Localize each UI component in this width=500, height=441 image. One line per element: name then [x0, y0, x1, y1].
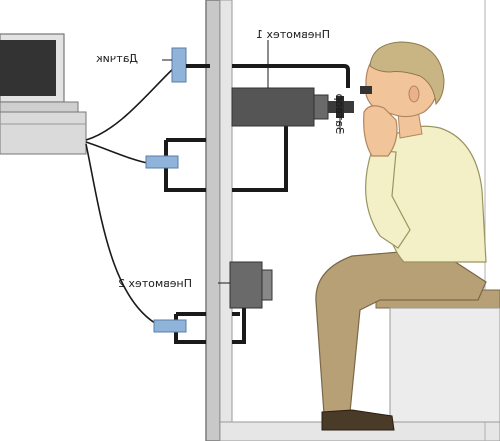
- shutter: [336, 96, 344, 134]
- pneumotach-2-body: [229, 261, 263, 309]
- trousers: [315, 251, 487, 415]
- nose-clip: [360, 86, 372, 94]
- sensor-3-block: [153, 319, 187, 333]
- bench-base: [389, 307, 500, 423]
- mid-tube-loop-right: [232, 126, 288, 192]
- sensor-1-block: [171, 47, 187, 83]
- person: [315, 41, 487, 431]
- bench: [375, 289, 500, 423]
- computer: [0, 33, 87, 155]
- sensor-2-block: [145, 155, 179, 169]
- keyboard: [0, 101, 79, 113]
- hair: [369, 41, 445, 106]
- pneumotach-2: [218, 261, 273, 309]
- sensor-1: [162, 47, 210, 83]
- cable-to-sensor-1: [85, 65, 177, 141]
- hands: [363, 105, 398, 157]
- shoe: [321, 409, 395, 431]
- pneumotach-1-label: Пневмотех 1: [256, 28, 330, 41]
- pneumotach-1: [231, 40, 354, 127]
- lower-tube-loop-right: [232, 308, 246, 344]
- shutter-block: [336, 96, 344, 118]
- chamber: [205, 0, 500, 441]
- pneumotach-2-label: Пневмотех 2: [118, 277, 192, 290]
- chamber-inner-wall: [219, 0, 233, 441]
- pneumotach-1-nozzle: [313, 94, 329, 120]
- desk: [0, 111, 87, 155]
- sensor-label: Датчик: [96, 52, 139, 65]
- pneumotach-2-side: [261, 269, 273, 301]
- upper-tube-loop: [232, 64, 350, 88]
- shutter-label: Затвор: [333, 93, 346, 134]
- pneumotach-1-tubing: [164, 64, 350, 192]
- pneumotach-1-body: [231, 87, 315, 127]
- cable-to-sensor-2: [85, 141, 153, 165]
- ear: [408, 85, 420, 103]
- cable-to-sensor-3: [85, 143, 161, 327]
- monitor-screen: [0, 40, 56, 96]
- shirt-arm: [365, 149, 411, 249]
